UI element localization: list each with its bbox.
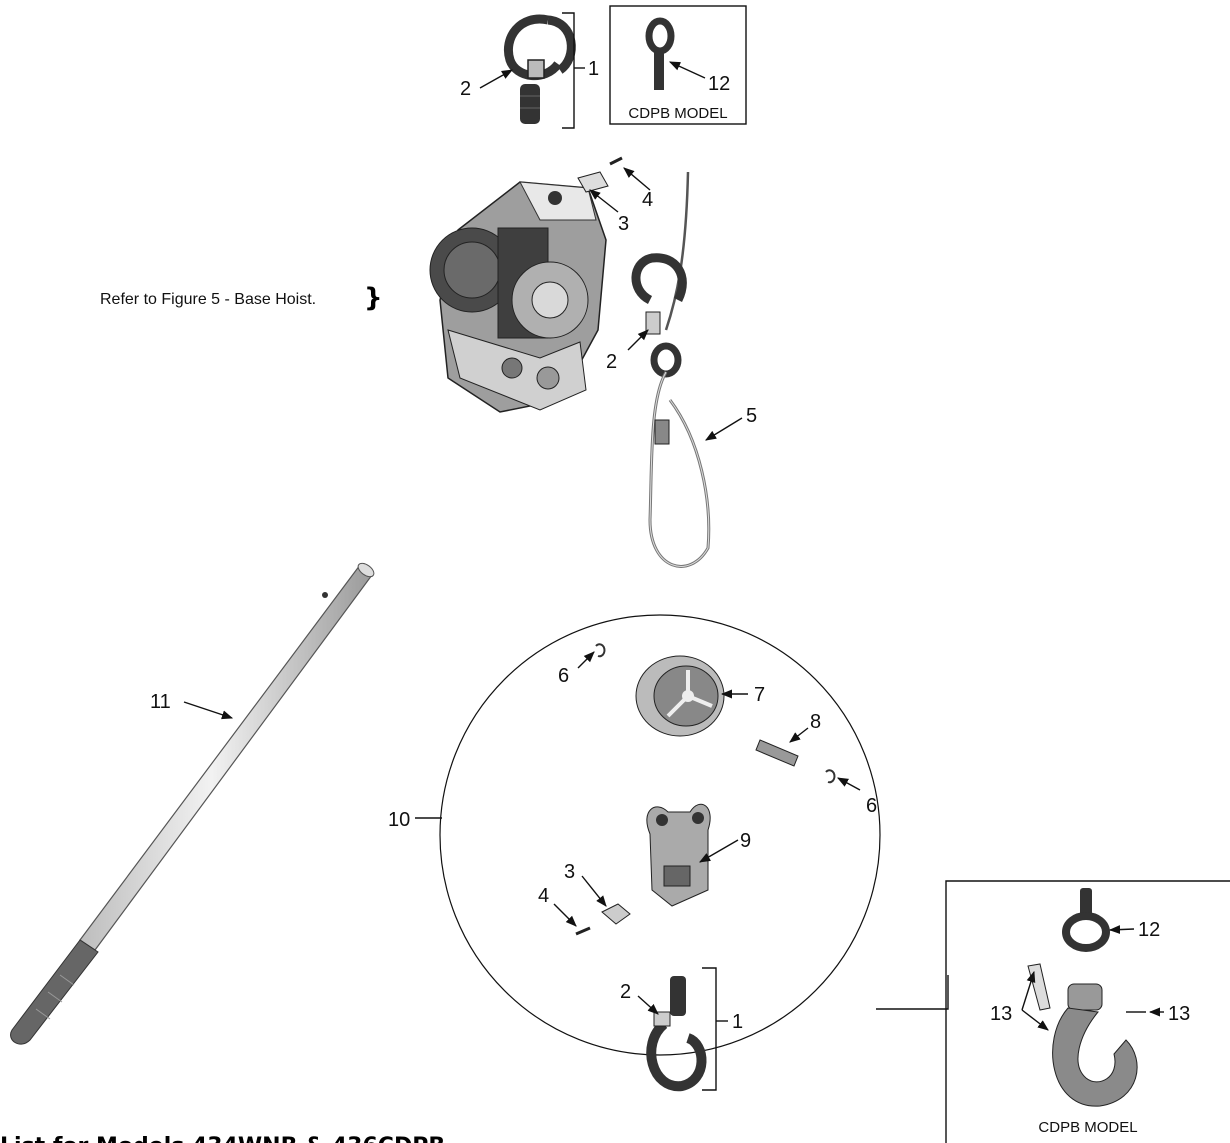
callout-1-top: 1 xyxy=(588,58,599,80)
castle-nut-top xyxy=(577,171,609,193)
pin xyxy=(755,739,799,767)
callout-1-low: 1 xyxy=(732,1011,743,1033)
refer-brace: } xyxy=(364,283,383,313)
block-assembly-circle xyxy=(439,614,881,1056)
cdpb-model-box-top xyxy=(609,5,747,125)
callout-13-b: 13 xyxy=(1168,1003,1190,1025)
cdpb-model-box-bottom xyxy=(945,880,1230,1143)
callout-6-b: 6 xyxy=(866,795,877,817)
clevis-pin xyxy=(1027,963,1051,1011)
callout-6-a: 6 xyxy=(558,665,569,687)
retaining-ring-a xyxy=(595,643,606,658)
handle-bar xyxy=(10,562,375,1045)
wire-rope-sling xyxy=(648,371,711,568)
callout-8: 8 xyxy=(810,711,821,733)
cable xyxy=(664,171,690,331)
refer-note: Refer to Figure 5 - Base Hoist. xyxy=(100,291,316,308)
cotter-pin-low xyxy=(575,926,591,936)
block-side-plate xyxy=(646,803,711,907)
callout-4-low: 4 xyxy=(538,885,549,907)
callout-3-low: 3 xyxy=(564,861,575,883)
sheave xyxy=(635,655,725,737)
callout-3-top: 3 xyxy=(618,213,629,235)
callout-12-top: 12 xyxy=(708,73,730,95)
base-hoist xyxy=(429,181,607,413)
retaining-ring-b xyxy=(825,769,836,784)
bottom-hook xyxy=(646,976,707,1092)
bracket-1-low xyxy=(702,967,717,1091)
castle-nut-low xyxy=(601,903,631,925)
cotter-pin-top xyxy=(609,156,623,166)
clevis-hook xyxy=(1052,983,1138,1107)
callout-7: 7 xyxy=(754,684,765,706)
callout-5: 5 xyxy=(746,405,757,427)
callout-11: 11 xyxy=(150,691,171,713)
parts-list-title: List for Models 434WNB & 436CDPB xyxy=(0,1134,445,1143)
middle-hook xyxy=(631,253,687,378)
eye-bolt-top xyxy=(645,17,675,90)
callout-2-low: 2 xyxy=(620,981,631,1003)
connector-line xyxy=(876,975,949,1010)
cdpb-model-label-top: CDPB MODEL xyxy=(628,105,727,122)
callout-10: 10 xyxy=(388,809,410,831)
cdpb-model-label-bottom: CDPB MODEL xyxy=(1038,1119,1137,1136)
callout-2-top: 2 xyxy=(460,78,471,100)
callout-12-box: 12 xyxy=(1138,919,1160,941)
callout-13-a: 13 xyxy=(990,1003,1012,1025)
callout-9: 9 xyxy=(740,830,751,852)
bracket-1-top xyxy=(562,12,575,129)
callout-2-mid: 2 xyxy=(606,351,617,373)
eye-bolt-box xyxy=(1062,888,1110,952)
top-hook-assembly xyxy=(504,14,576,124)
callout-4-top: 4 xyxy=(642,189,653,211)
